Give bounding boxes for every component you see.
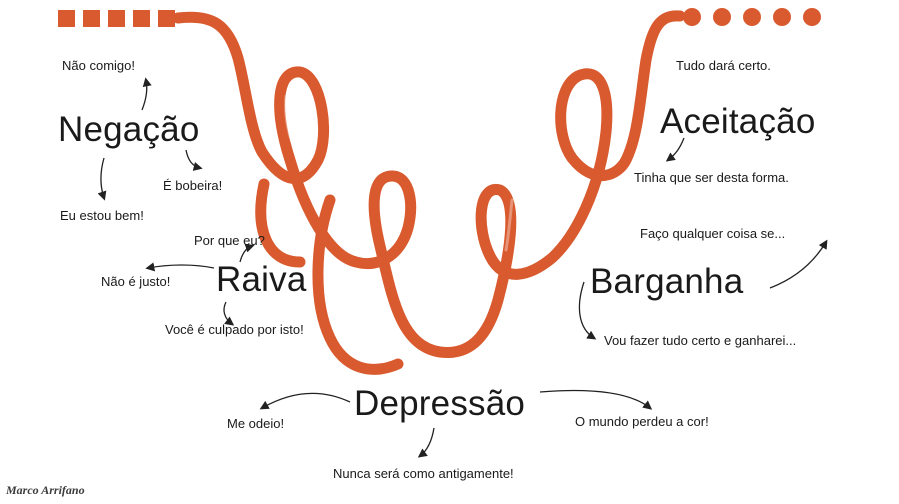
stage-title-negacao: Negação — [58, 110, 200, 149]
ribbon-tail-path — [255, 178, 306, 268]
end-dot-marker — [683, 8, 701, 26]
arrow-aceitacao-tinha-que-ser — [665, 137, 685, 162]
end-dot-marker — [713, 8, 731, 26]
stage-title-depressao: Depressão — [354, 384, 526, 423]
start-square-marker — [133, 10, 150, 27]
arrow-negacao-nao-comigo — [141, 77, 152, 111]
end-dot-marker — [803, 8, 821, 26]
author-signature: Marco Arrifano — [6, 483, 85, 497]
arrow-depressao-nunca-sera — [417, 427, 435, 458]
phrase-por-que-eu: Por que eu? — [194, 233, 265, 248]
arrow-barganha-faco-qualquer — [769, 239, 828, 289]
ribbon-highlight — [504, 198, 514, 252]
arrow-negacao-eu-estou-bem — [97, 157, 107, 201]
arrow-raiva-nao-e-justo — [145, 262, 215, 272]
stage-title-barganha: Barganha — [590, 262, 744, 301]
ribbon-highlight — [284, 94, 298, 152]
phrase-me-odeio: Me odeio! — [227, 416, 285, 431]
stage-title-aceitacao: Aceitação — [660, 102, 816, 141]
arrow-raiva-por-que-eu — [239, 243, 255, 263]
phrase-e-bobeira: É bobeira! — [163, 178, 223, 193]
start-square-marker — [108, 10, 125, 27]
arrow-depressao-mundo-perdeu — [539, 389, 653, 410]
start-square-marker — [58, 10, 75, 27]
end-dot-marker — [743, 8, 761, 26]
arrow-depressao-me-odeio — [259, 392, 351, 410]
phrase-faco-qualquer: Faço qualquer coisa se... — [640, 226, 786, 241]
phrase-tudo-dara-certo: Tudo dará certo. — [676, 58, 771, 73]
ribbon-lower-path — [312, 194, 404, 375]
phrase-nao-e-justo: Não é justo! — [101, 274, 171, 289]
phrase-eu-estou-bem: Eu estou bem! — [60, 208, 144, 223]
phrase-nao-comigo: Não comigo! — [62, 58, 135, 73]
phrase-nunca-sera: Nunca será como antigamente! — [333, 466, 514, 481]
phrase-mundo-perdeu: O mundo perdeu a cor! — [575, 414, 709, 429]
arrow-raiva-voce-e-culpado — [223, 301, 235, 326]
arrow-barganha-vou-fazer — [578, 281, 597, 340]
ribbon-path — [172, 10, 686, 358]
start-square-marker — [158, 10, 175, 27]
end-dot-marker — [773, 8, 791, 26]
phrase-vou-fazer: Vou fazer tudo certo e ganharei... — [604, 333, 797, 348]
arrow-negacao-e-bobeira — [185, 149, 203, 171]
start-square-marker — [83, 10, 100, 27]
phrase-voce-e-culpado: Você é culpado por isto! — [165, 322, 304, 337]
phrase-tinha-que-ser: Tinha que ser desta forma. — [634, 170, 789, 185]
stage-title-raiva: Raiva — [216, 260, 307, 299]
